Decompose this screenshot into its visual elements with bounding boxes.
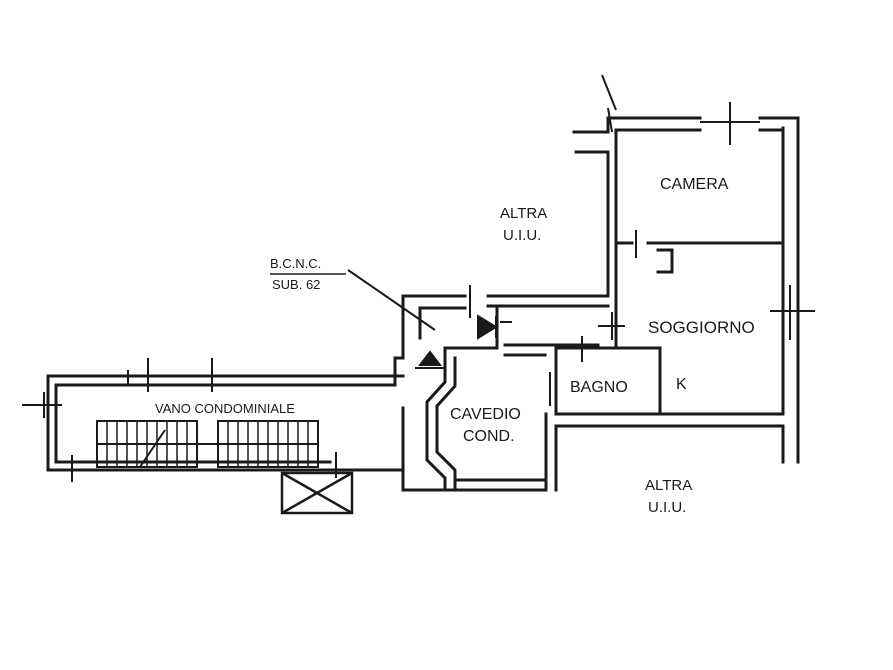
cavedio-line1: CAVEDIO — [450, 406, 521, 423]
wall-cavedio-left — [435, 356, 457, 492]
soggiorno-label: SOGGIORNO — [648, 318, 755, 337]
vano-label: VANO CONDOMINIALE — [155, 401, 295, 416]
wall-right — [758, 116, 800, 464]
altra-bottom-line1: ALTRA — [645, 477, 692, 494]
walls — [46, 116, 800, 492]
altra-bottom-line2: U.I.U. — [648, 499, 686, 516]
cabinet-block — [96, 420, 319, 468]
valve-symbol-2 — [417, 350, 443, 366]
kitchen-label: K — [676, 376, 687, 393]
valve-symbols — [415, 314, 498, 369]
wall-cavedio-left-outer — [425, 346, 447, 492]
cavedio-line2: COND. — [463, 428, 515, 445]
marker-door-arc-2 — [607, 107, 613, 133]
room-labels: ALTRA U.I.U. B.C.N.C. SUB. 62 CAMERA SOG… — [155, 176, 755, 516]
wall-vano-top-inner — [54, 356, 405, 387]
bagno-label: BAGNO — [570, 379, 628, 396]
wall-notch — [656, 248, 674, 274]
wall-top — [572, 116, 702, 134]
altra-top-line2: U.I.U. — [503, 227, 541, 244]
bcnc-line2: SUB. 62 — [272, 277, 320, 292]
marker-door-arc — [601, 74, 617, 111]
ventilation-box-diag-2 — [281, 471, 353, 515]
cabinet-lines — [106, 421, 309, 467]
wall-left-a — [574, 150, 610, 298]
ventilation-box — [280, 471, 354, 515]
cabinet-slash — [139, 429, 166, 468]
ventilation-box-outline — [280, 471, 354, 515]
valve-symbol-1 — [477, 314, 498, 340]
altra-top-line1: ALTRA — [500, 205, 547, 222]
window-markers — [22, 74, 815, 482]
bcnc-leader-line — [347, 269, 436, 331]
wall-bottom-right — [554, 424, 785, 464]
bcnc-line1: B.C.N.C. — [270, 256, 321, 271]
camera-label: CAMERA — [660, 176, 729, 193]
